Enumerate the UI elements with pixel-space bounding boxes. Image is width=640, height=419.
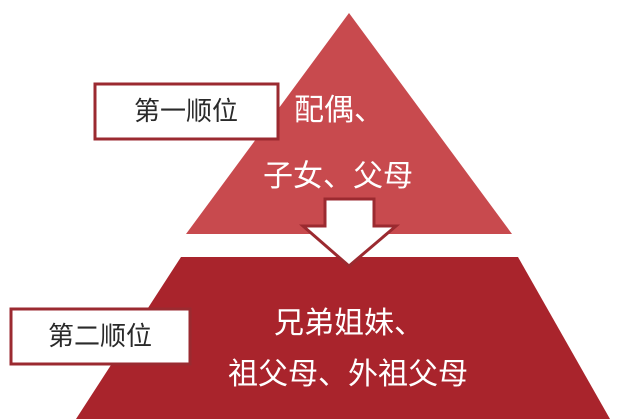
down-arrow-icon: [298, 197, 401, 268]
tier1-triangle: [186, 13, 512, 234]
tier2-trapezoid: [76, 257, 610, 419]
down-arrow-shape: [298, 197, 401, 268]
tier1-label: 第一顺位: [134, 97, 238, 127]
tier2-label: 第二顺位: [48, 322, 152, 352]
tier2-label-frame: [9, 307, 192, 366]
tier2-label-box: 第二顺位: [9, 307, 192, 366]
tier1-members-line2: 子女、父母: [263, 159, 413, 194]
tier1-label-frame: [93, 82, 280, 141]
tier1-label-box: 第一顺位: [93, 82, 280, 141]
tier1-members-line1: 配偶、: [294, 93, 384, 128]
tier2-members-line2: 祖父母、外祖父母: [228, 357, 468, 392]
tier2-members-line1: 兄弟姐妹、: [274, 306, 424, 341]
